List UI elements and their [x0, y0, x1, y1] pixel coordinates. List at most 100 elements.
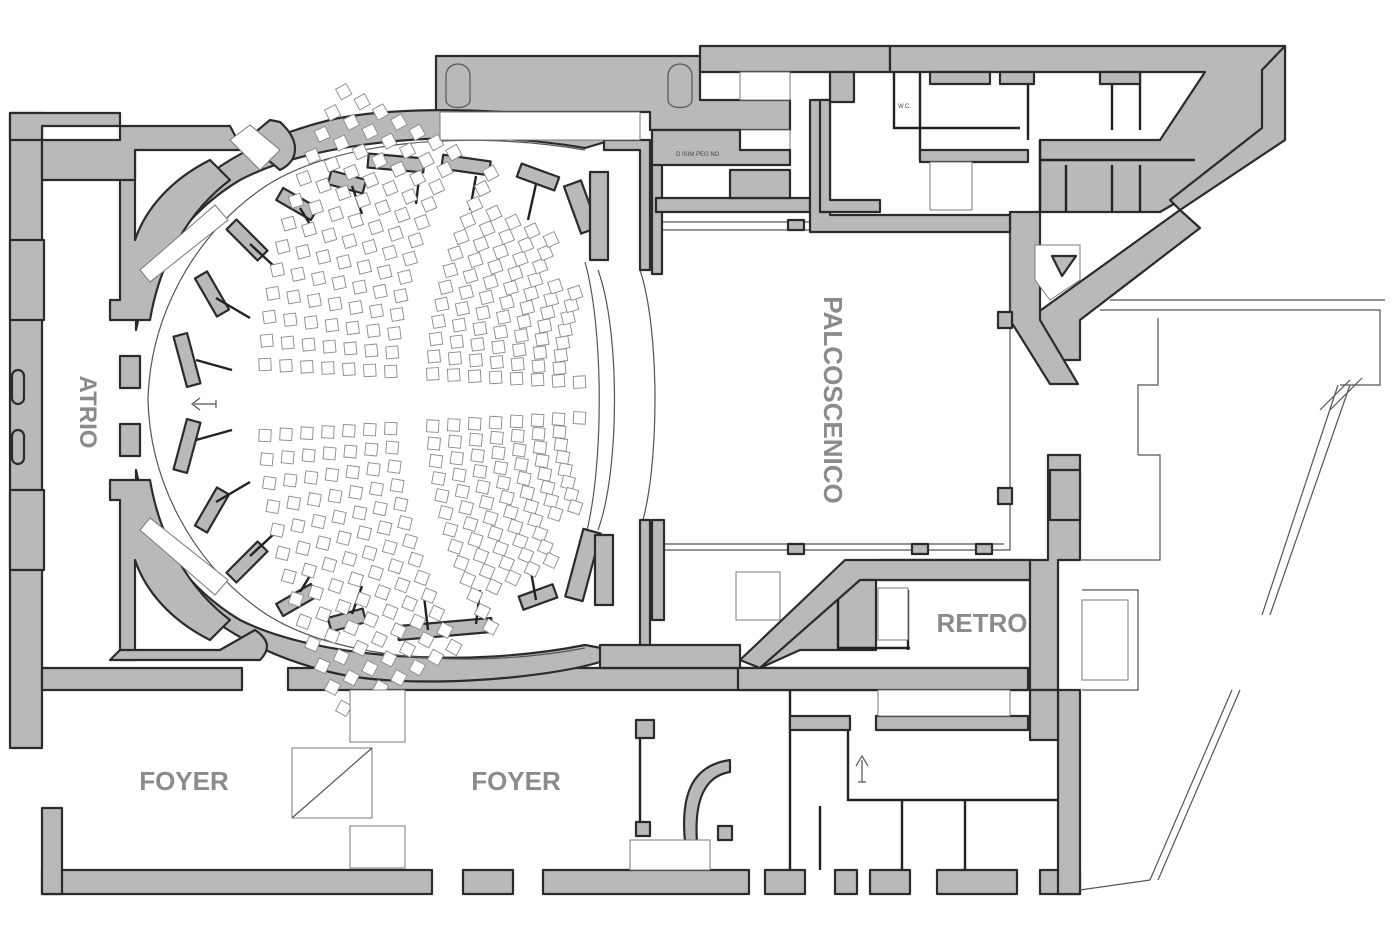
seat [301, 337, 316, 352]
entry-arrow-icon [191, 397, 217, 411]
seat [466, 195, 484, 213]
seat [512, 250, 529, 268]
atrio-stairs [139, 124, 281, 596]
seat [380, 132, 398, 150]
seat [389, 160, 408, 178]
seat [552, 424, 567, 439]
seat [467, 531, 484, 549]
seat [445, 143, 463, 162]
seat [552, 361, 567, 376]
seat [304, 147, 322, 165]
seat [301, 448, 316, 463]
seat [502, 279, 519, 296]
seat [551, 374, 566, 388]
seat [336, 530, 352, 546]
seat [283, 473, 298, 488]
seat [453, 228, 470, 246]
seat [537, 318, 553, 334]
seat [389, 307, 405, 322]
seat [269, 262, 286, 278]
seat [327, 296, 343, 312]
seat [397, 515, 413, 531]
seat [280, 568, 297, 585]
seat [517, 236, 535, 254]
seat [321, 425, 335, 439]
seat [372, 500, 388, 517]
seat [509, 371, 524, 386]
seat [324, 317, 340, 333]
seat [327, 205, 345, 223]
seat [468, 353, 483, 368]
seat [306, 292, 322, 308]
seat [383, 364, 398, 379]
seat [539, 304, 556, 321]
seat [364, 442, 379, 457]
seat [492, 243, 509, 260]
seat [356, 259, 373, 275]
seat [283, 312, 298, 327]
seat [447, 434, 462, 449]
seat [451, 317, 467, 333]
seat [322, 339, 337, 354]
seat [523, 498, 540, 515]
seat [361, 545, 378, 562]
seat [356, 525, 373, 541]
seat [458, 499, 475, 516]
seat [495, 309, 512, 325]
seat [481, 618, 500, 636]
seat [367, 564, 384, 582]
seat [321, 227, 338, 244]
service-rooms [439, 63, 1195, 214]
seat [290, 518, 306, 534]
seat [259, 333, 274, 348]
seat [387, 558, 404, 575]
seat [492, 540, 509, 557]
seat [459, 212, 477, 229]
seat [454, 300, 471, 317]
seat [258, 357, 272, 372]
up-arrow-icon [855, 754, 869, 783]
seat [523, 222, 541, 240]
seat [420, 587, 438, 605]
seat [475, 479, 491, 495]
palcoscenico-label: PALCOSCENICO [818, 296, 848, 504]
seat [367, 218, 384, 236]
seat [274, 545, 291, 562]
seat [539, 479, 556, 496]
seat [445, 638, 463, 657]
seat [345, 320, 360, 336]
seat [331, 275, 347, 291]
seat [462, 516, 479, 532]
seat [262, 309, 277, 325]
seat [417, 151, 435, 169]
seat [369, 481, 384, 497]
seat [451, 467, 467, 483]
seat [287, 192, 305, 209]
seat [459, 571, 477, 588]
seat [425, 419, 440, 433]
seat [269, 522, 286, 538]
seat [478, 220, 496, 238]
seat [354, 192, 372, 209]
seat [323, 155, 341, 173]
seat [280, 335, 295, 350]
seat [567, 498, 584, 516]
seat [362, 363, 377, 378]
seat [553, 348, 569, 363]
seat [523, 560, 541, 578]
seat [303, 470, 319, 485]
seat [394, 206, 411, 224]
seat [428, 331, 444, 347]
seat [510, 428, 525, 443]
seat [472, 547, 490, 565]
seat [313, 125, 331, 143]
seat [383, 421, 398, 436]
seat [482, 510, 499, 527]
seat [470, 448, 485, 463]
seat [557, 462, 573, 478]
seat [555, 335, 571, 351]
seat [361, 123, 379, 141]
seat [436, 161, 454, 179]
seat [434, 296, 450, 312]
